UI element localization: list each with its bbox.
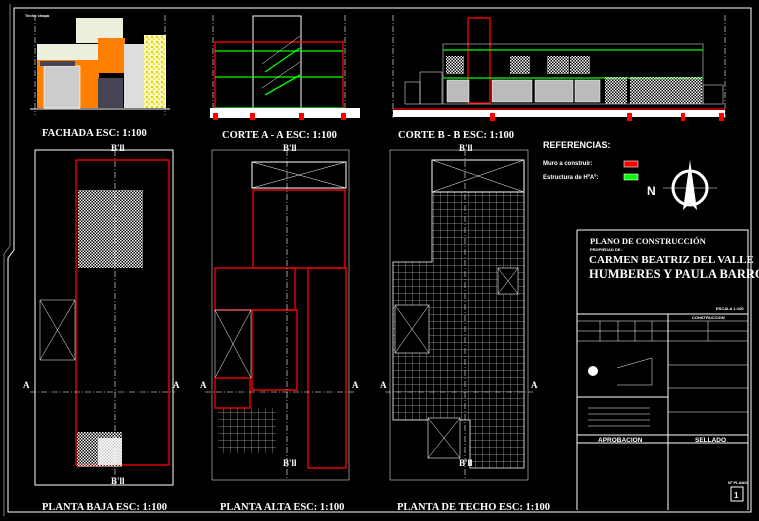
a-marker-left-3: A xyxy=(380,380,387,390)
a-marker-right-2: A xyxy=(352,380,359,390)
title-block xyxy=(576,229,749,510)
b-marker-bottom-2: B'll xyxy=(283,458,297,468)
b-marker-bottom-3: B'll xyxy=(459,458,473,468)
roof-plan-title: PLANTA DE TECHO ESC: 1:100 xyxy=(397,502,550,513)
approval-label: APROBACION xyxy=(598,437,643,444)
facade-elevation: Techo chapa xyxy=(25,13,170,115)
north-label: N xyxy=(647,184,656,198)
a-marker-right-1: A xyxy=(173,380,180,390)
ground-floor-plan xyxy=(30,149,175,486)
upper-floor-plan xyxy=(205,149,355,481)
ground-floor-title: PLANTA BAJA ESC: 1:100 xyxy=(42,502,167,513)
upper-floor-title: PLANTA ALTA ESC: 1:100 xyxy=(220,502,344,513)
reference-label-structure: Estructura de HºAº: xyxy=(543,175,598,181)
b-marker-top-1: B'll xyxy=(111,143,125,153)
section-b-b xyxy=(392,15,726,121)
b-marker-top-2: B'll xyxy=(283,143,297,153)
owner-line-1: CARMEN BEATRIZ DEL VALLE xyxy=(589,254,754,266)
a-marker-left-1: A xyxy=(23,380,30,390)
b-marker-bottom-1: B'll xyxy=(111,476,125,486)
plan-number: 1 xyxy=(734,491,739,500)
facade-title: FACHADA ESC: 1:100 xyxy=(42,128,147,139)
owner-label: PROPIEDAD DE: xyxy=(590,247,622,252)
construction-label: CONSTRUCCION xyxy=(692,315,725,320)
sheet-frame xyxy=(7,7,752,513)
references-title: REFERENCIAS: xyxy=(543,140,611,150)
title-heading: PLANO DE CONSTRUCCIÓN xyxy=(590,236,707,246)
structure-color-swatch xyxy=(623,173,639,181)
owner-line-2: HUMBERES Y PAULA BARROS xyxy=(589,267,759,281)
a-marker-left-2: A xyxy=(200,380,207,390)
wall-color-swatch xyxy=(623,160,639,168)
reference-label-wall: Muro a construir: xyxy=(543,161,592,167)
section-a-a xyxy=(210,15,360,120)
seal-label: SELLADO xyxy=(695,437,726,444)
svg-text:Techo chapa: Techo chapa xyxy=(25,13,50,18)
references-legend: REFERENCIAS: Muro a construir: Estructur… xyxy=(543,140,639,181)
a-marker-right-3: A xyxy=(531,380,538,390)
b-marker-top-3: B'll xyxy=(459,143,473,153)
section-a-title: CORTE A - A ESC: 1:100 xyxy=(222,130,337,141)
section-b-title: CORTE B - B ESC: 1:100 xyxy=(398,130,514,141)
north-arrow-icon xyxy=(663,160,717,210)
scale-label: ESCALA 1:100 xyxy=(716,306,744,311)
plan-number-label: Nº PLANO xyxy=(728,480,747,485)
roof-plan xyxy=(385,149,533,481)
